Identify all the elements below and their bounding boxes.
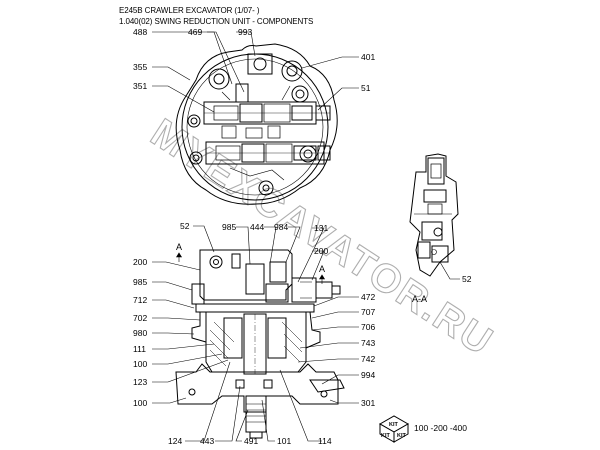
callout-123: 123 xyxy=(133,377,147,387)
callout-488: 488 xyxy=(133,27,147,37)
callout-355: 355 xyxy=(133,62,147,72)
kit-badge-left: KIT xyxy=(381,433,391,439)
callout-124: 124 xyxy=(168,436,182,446)
leader-lines xyxy=(152,31,460,442)
top-view xyxy=(175,43,338,205)
callout-993: 993 xyxy=(238,27,252,37)
page-subtitle: 1.040(02) SWING REDUCTION UNIT - COMPONE… xyxy=(119,17,314,26)
callout-743: 743 xyxy=(361,338,375,348)
callout-101: 101 xyxy=(277,436,291,446)
callout-702: 702 xyxy=(133,313,147,323)
callout-301: 301 xyxy=(361,398,375,408)
callout-707: 707 xyxy=(361,307,375,317)
main-section-view xyxy=(175,249,345,439)
callout-985-left: 985 xyxy=(133,277,147,287)
callout-984: 984 xyxy=(274,222,288,232)
callout-469: 469 xyxy=(188,27,202,37)
callout-131: 131 xyxy=(314,223,328,233)
callout-52-top: 52 xyxy=(180,221,190,231)
callout-994: 994 xyxy=(361,370,375,380)
section-arrows xyxy=(175,252,326,284)
kit-references: 100 -200 -400 xyxy=(414,423,467,433)
page-title: E245B CRAWLER EXCAVATOR (1/07- ) xyxy=(119,6,260,15)
side-view-a-a xyxy=(409,153,459,277)
callout-51: 51 xyxy=(361,83,371,93)
callout-742: 742 xyxy=(361,354,375,364)
callout-980: 980 xyxy=(133,328,147,338)
callout-200-left: 200 xyxy=(133,257,147,267)
callout-100-b: 100 xyxy=(133,398,147,408)
callout-52-side: 52 xyxy=(462,274,472,284)
callout-200-right: 200 xyxy=(314,246,328,256)
callout-985-top: 985 xyxy=(222,222,236,232)
callout-114: 114 xyxy=(318,436,332,446)
kit-badge-top: KIT xyxy=(389,422,399,428)
callout-444: 444 xyxy=(250,222,264,232)
section-marker-a-right: A xyxy=(319,264,325,274)
section-marker-a-left: A xyxy=(176,242,182,252)
kit-box-icon xyxy=(378,415,410,443)
section-view-label: A-A xyxy=(412,294,427,304)
callout-443: 443 xyxy=(200,436,214,446)
callout-706: 706 xyxy=(361,322,375,332)
callout-111: 111 xyxy=(133,344,146,354)
callout-712: 712 xyxy=(133,295,147,305)
callout-351: 351 xyxy=(133,81,147,91)
callout-401: 401 xyxy=(361,52,375,62)
kit-badge-right: KIT xyxy=(397,433,407,439)
callout-491: 491 xyxy=(244,436,258,446)
callout-100-a: 100 xyxy=(133,359,147,369)
callout-472: 472 xyxy=(361,292,375,302)
